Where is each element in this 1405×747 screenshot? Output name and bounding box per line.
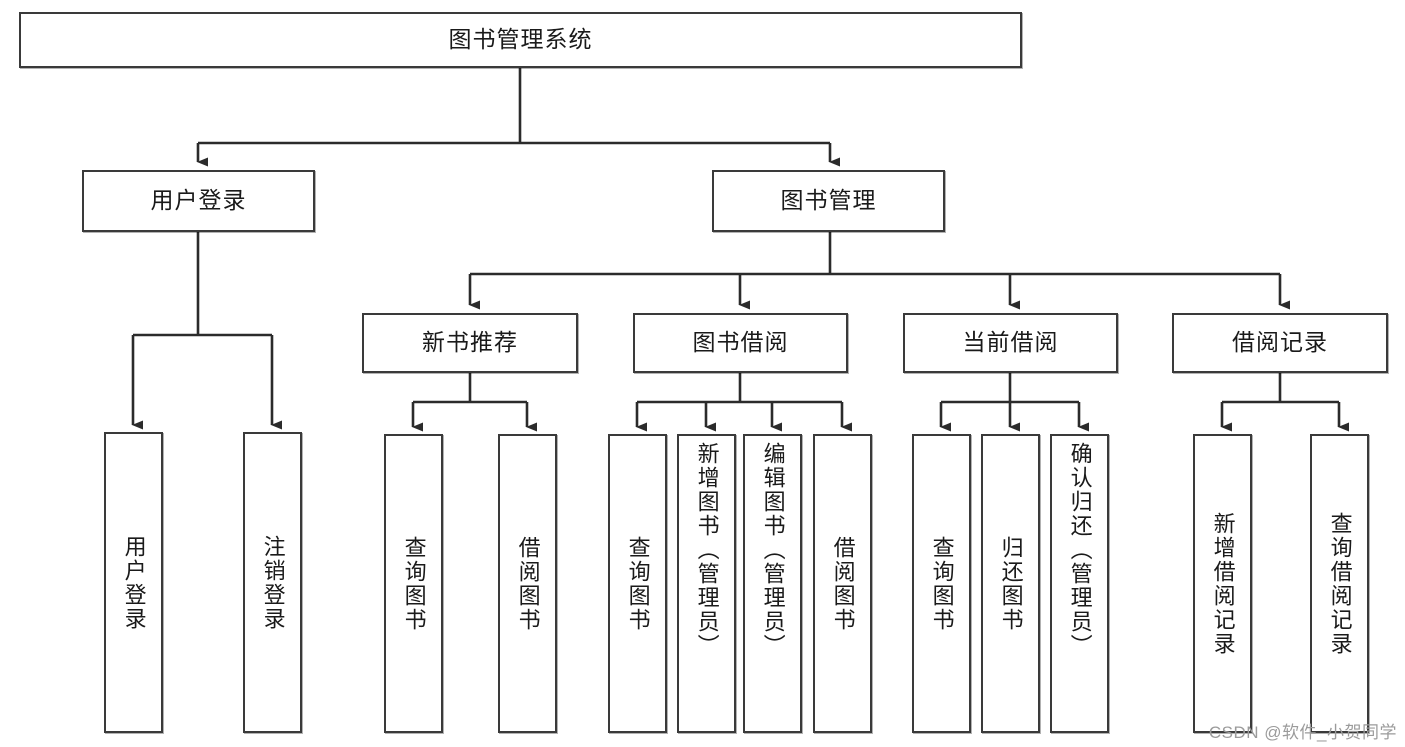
node-borrowing-record[interactable]: 借阅记录: [1172, 313, 1388, 373]
node-label: 查询图书: [929, 535, 955, 632]
leaf-book-borrow-edit-book-admin[interactable]: 编辑图书（管理员）: [743, 434, 802, 733]
node-label: 用户登录: [121, 534, 147, 631]
node-root-library-management-system[interactable]: 图书管理系统: [19, 12, 1022, 68]
node-label: 用户登录: [150, 187, 247, 214]
node-label: 新书推荐: [422, 329, 518, 356]
node-label: 归还图书: [998, 535, 1024, 632]
node-label: 编辑图书（管理员）: [760, 442, 786, 658]
node-label: 查询图书: [625, 535, 651, 632]
leaf-new-book-borrow-book[interactable]: 借阅图书: [498, 434, 557, 733]
leaf-current-borrow-confirm-return-admin[interactable]: 确认归还（管理员）: [1050, 434, 1109, 733]
leaf-book-borrow-query-book[interactable]: 查询图书: [608, 434, 667, 733]
leaf-book-borrow-borrow-book[interactable]: 借阅图书: [813, 434, 872, 733]
node-label: 图书借阅: [692, 329, 789, 356]
node-label: 查询图书: [401, 535, 427, 632]
leaf-user-login-login[interactable]: 用户登录: [104, 432, 163, 733]
node-label: 当前借阅: [962, 329, 1059, 356]
node-label: 借阅记录: [1232, 329, 1328, 356]
node-new-book-recommendation[interactable]: 新书推荐: [362, 313, 578, 373]
node-label: 确认归还（管理员）: [1067, 442, 1093, 658]
node-user-login[interactable]: 用户登录: [82, 170, 315, 232]
leaf-new-book-query-book[interactable]: 查询图书: [384, 434, 443, 733]
node-label: 图书管理: [780, 187, 877, 214]
node-current-borrowing[interactable]: 当前借阅: [903, 313, 1118, 373]
leaf-user-login-logout[interactable]: 注销登录: [243, 432, 302, 733]
leaf-borrow-record-query-record[interactable]: 查询借阅记录: [1310, 434, 1369, 733]
node-book-management[interactable]: 图书管理: [712, 170, 945, 232]
node-label: 借阅图书: [830, 535, 856, 632]
node-label: 图书管理系统: [448, 26, 593, 53]
node-label: 注销登录: [260, 534, 286, 631]
node-label: 查询借阅记录: [1327, 511, 1353, 656]
leaf-current-borrow-query-book[interactable]: 查询图书: [912, 434, 971, 733]
leaf-book-borrow-add-book-admin[interactable]: 新增图书（管理员）: [677, 434, 736, 733]
leaf-current-borrow-return-book[interactable]: 归还图书: [981, 434, 1040, 733]
node-label: 新增图书（管理员）: [694, 442, 720, 658]
node-label: 新增借阅记录: [1210, 511, 1236, 656]
node-label: 借阅图书: [515, 535, 541, 632]
leaf-borrow-record-add-record[interactable]: 新增借阅记录: [1193, 434, 1252, 733]
node-book-borrowing[interactable]: 图书借阅: [633, 313, 848, 373]
